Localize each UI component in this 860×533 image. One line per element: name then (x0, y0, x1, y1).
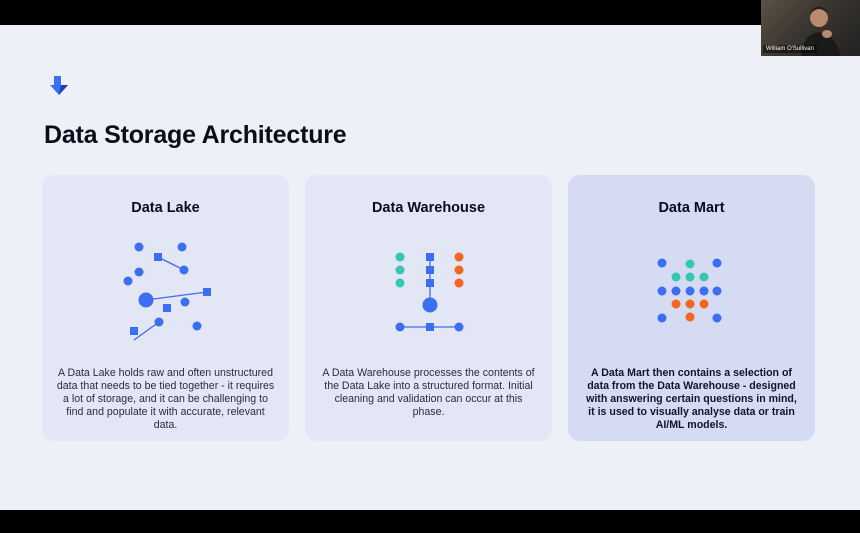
card-title: Data Mart (658, 200, 725, 216)
data-warehouse-structured-illustration (395, 252, 464, 332)
chevron-logo-icon (50, 76, 68, 95)
data-lake-scatter-illustration (123, 242, 211, 341)
video-letterbox-bottom (0, 510, 860, 533)
presentation-slide: Data Storage Architecture Data Lake (0, 25, 860, 510)
card-data-mart: Data Mart (568, 175, 815, 441)
slide-title: Data Storage Architecture (44, 121, 347, 149)
participant-webcam-tile[interactable]: William O'Sullivan (761, 0, 860, 56)
card-title: Data Lake (131, 200, 200, 216)
card-data-lake: Data Lake A Da (42, 175, 289, 441)
card-description: A Data Lake holds raw and often unstruct… (56, 367, 275, 431)
card-data-warehouse: Data Warehouse (305, 175, 552, 441)
card-title: Data Warehouse (371, 200, 486, 216)
card-description: A Data Warehouse processes the contents … (322, 367, 535, 418)
video-letterbox-top (0, 0, 860, 25)
card-description: A Data Mart then contains a selection of… (586, 367, 797, 431)
data-mart-grid-illustration (657, 258, 722, 323)
participant-name-label: William O'Sullivan (763, 45, 817, 53)
participant-video-icon (801, 6, 841, 56)
